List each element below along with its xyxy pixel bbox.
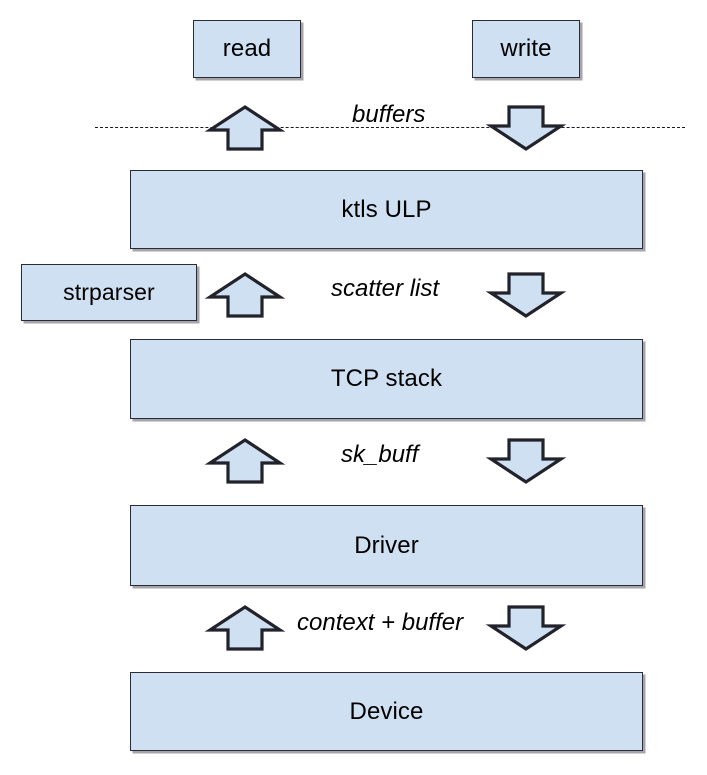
box-tcp-stack[interactable]: TCP stack	[130, 339, 643, 419]
box-strparser[interactable]: strparser	[21, 264, 197, 321]
arrow-up-icon-scatter-list	[204, 272, 286, 318]
box-tcp-stack-label: TCP stack	[330, 365, 443, 392]
box-write[interactable]: write	[472, 20, 580, 78]
box-device[interactable]: Device	[130, 672, 643, 751]
user-kernel-divider	[95, 127, 685, 128]
arrow-up-icon-context-buffer	[204, 605, 286, 651]
flow-label-sk-buff: sk_buff	[341, 441, 419, 468]
box-write-label: write	[500, 35, 552, 62]
arrow-down-icon-context-buffer	[485, 605, 567, 651]
box-device-label: Device	[349, 697, 424, 725]
arrow-up-icon-buffers	[204, 105, 286, 151]
arrow-down-icon-scatter-list	[485, 272, 567, 318]
arrow-up-icon-sk-buff	[204, 438, 286, 484]
box-driver-label: Driver	[354, 531, 419, 559]
box-driver[interactable]: Driver	[130, 505, 643, 586]
flow-label-buffers: buffers	[352, 101, 426, 128]
arrow-down-icon-sk-buff	[485, 438, 567, 484]
box-ktls-ulp[interactable]: ktls ULP	[130, 170, 643, 249]
arrow-down-icon-buffers	[485, 105, 567, 151]
box-strparser-label: strparser	[63, 279, 155, 305]
box-read-label: read	[222, 35, 272, 62]
box-ktls-ulp-label: ktls ULP	[341, 195, 432, 223]
flow-label-context-buffer: context + buffer	[297, 609, 464, 636]
flow-label-scatter-list: scatter list	[331, 275, 440, 302]
box-read[interactable]: read	[193, 20, 301, 78]
